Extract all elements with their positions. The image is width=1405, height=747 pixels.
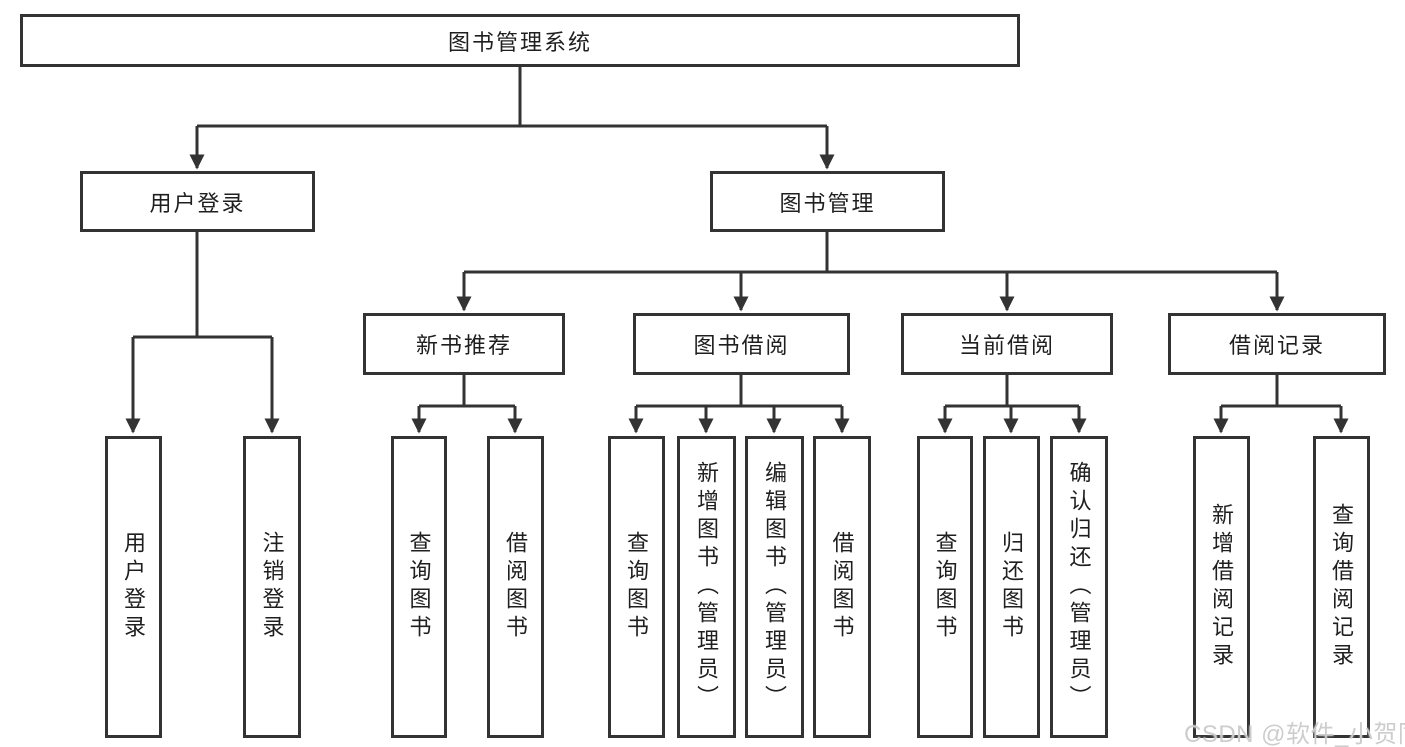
watermark: CSDN @软件_小贺同学 xyxy=(1184,721,1405,747)
node-new-book-recommendation: 新书推荐 xyxy=(363,313,565,375)
leaf-confirm-return-admin: 确认归还（管理员） xyxy=(1050,436,1108,738)
node-label: 确认归还（管理员） xyxy=(1066,461,1092,713)
node-label: 查询图书 xyxy=(932,531,958,643)
node-library-management-system: 图书管理系统 xyxy=(20,14,1020,67)
node-borrowing-records: 借阅记录 xyxy=(1168,313,1386,375)
leaf-logout-login: 注销登录 xyxy=(243,436,301,738)
leaf-query-books-current: 查询图书 xyxy=(917,436,973,738)
leaf-edit-books-admin: 编辑图书（管理员） xyxy=(745,436,804,738)
node-label: 图书借阅 xyxy=(693,333,790,358)
node-label: 新增借阅记录 xyxy=(1209,503,1235,671)
node-label: 当前借阅 xyxy=(958,333,1055,358)
node-book-borrowing: 图书借阅 xyxy=(633,313,850,375)
node-label: 借阅图书 xyxy=(503,531,529,643)
node-label: 用户登录 xyxy=(149,190,246,216)
node-label: 借阅图书 xyxy=(829,531,855,643)
node-label: 借阅记录 xyxy=(1228,333,1325,358)
node-current-borrowing: 当前借阅 xyxy=(901,313,1113,375)
leaf-query-books-recommend: 查询图书 xyxy=(391,436,447,738)
node-label: 图书管理系统 xyxy=(447,29,592,55)
node-label: 新书推荐 xyxy=(415,333,512,358)
node-label: 归还图书 xyxy=(999,531,1025,643)
node-label: 查询借阅记录 xyxy=(1329,503,1355,671)
leaf-user-login: 用户登录 xyxy=(105,436,162,738)
leaf-query-borrow-record: 查询借阅记录 xyxy=(1313,436,1370,738)
leaf-add-books-admin: 新增图书（管理员） xyxy=(677,436,736,738)
leaf-borrow-books-borrowing: 借阅图书 xyxy=(813,436,871,738)
node-label: 编辑图书（管理员） xyxy=(762,461,788,713)
node-book-management: 图书管理 xyxy=(710,171,945,232)
leaf-query-books-borrowing: 查询图书 xyxy=(608,436,665,738)
node-label: 查询图书 xyxy=(624,531,650,643)
node-label: 用户登录 xyxy=(121,531,147,643)
node-label: 图书管理 xyxy=(779,190,876,216)
leaf-borrow-books-recommend: 借阅图书 xyxy=(487,436,544,738)
leaf-return-books: 归还图书 xyxy=(983,436,1040,738)
leaf-add-borrow-record: 新增借阅记录 xyxy=(1193,436,1250,738)
node-label: 查询图书 xyxy=(406,531,432,643)
node-label: 新增图书（管理员） xyxy=(694,461,720,713)
node-user-login: 用户登录 xyxy=(80,171,315,232)
node-label: 注销登录 xyxy=(259,531,285,643)
